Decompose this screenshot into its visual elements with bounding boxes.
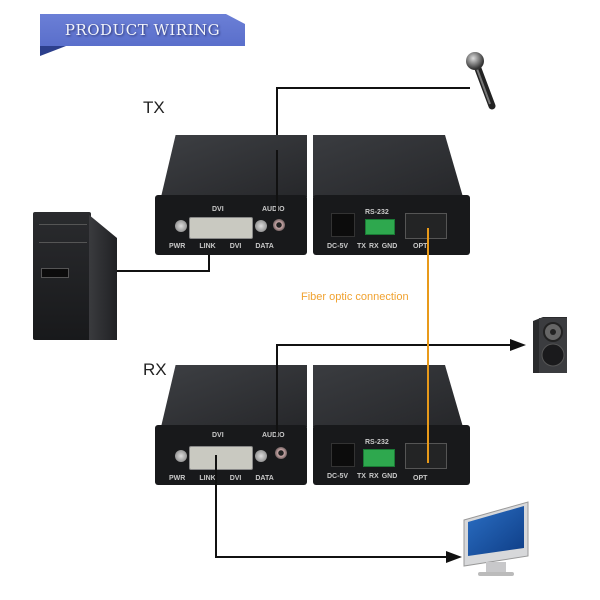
tx-front-unit: DVI AUDIO PWR LINK DVI DATA [155, 135, 307, 255]
rx-dvi-label: DVI [212, 432, 224, 439]
rx-front-unit-top [161, 365, 307, 427]
pin-label: GND [381, 243, 398, 250]
banner-corner [226, 14, 245, 24]
rx-rear-unit-top [313, 365, 463, 427]
led-label: LINK [199, 243, 216, 250]
screw-icon [255, 220, 267, 232]
led-label: PWR [169, 475, 186, 482]
pc-tower-icon [33, 204, 118, 344]
tx-front-unit-top [161, 135, 307, 197]
tx-rs232-pin-labels: TX RX GND [357, 243, 397, 250]
led-label: PWR [169, 243, 186, 250]
audio-out-wire-overlay [276, 346, 278, 436]
tx-opt-port[interactable] [405, 213, 447, 239]
rx-rs232-label: RS-232 [365, 439, 389, 446]
led-label: DATA [255, 243, 274, 250]
rx-audio-label: AUDIO [262, 432, 285, 439]
tx-label: TX [143, 98, 165, 117]
tx-power-label: DC-5V [327, 243, 349, 250]
rx-rs232-terminal[interactable] [363, 449, 395, 467]
title-banner [40, 14, 245, 46]
screw-icon [175, 220, 187, 232]
rx-rear-unit: RS-232 DC-5V TX RX GND OPT [313, 365, 470, 485]
tx-rs232-terminal[interactable] [365, 219, 395, 235]
tx-rs232-label: RS-232 [365, 209, 389, 216]
pc-side [89, 214, 117, 340]
led-label: LINK [199, 475, 216, 482]
audio-in-wire-overlay [276, 150, 278, 212]
pin-label: RX [368, 473, 379, 480]
dvi-out-wire-overlay [215, 455, 217, 487]
rx-audio-jack[interactable] [275, 447, 287, 459]
rx-dc-power-jack[interactable] [331, 443, 355, 467]
rx-opt-label: OPT [413, 475, 428, 482]
dvi-to-monitor-wire-vertical [215, 460, 217, 558]
tx-dvi-label: DVI [212, 206, 224, 213]
arrow-to-monitor-icon [446, 551, 462, 563]
banner-fold [40, 46, 66, 56]
microphone-icon [466, 52, 496, 110]
monitor-icon [463, 501, 529, 576]
rx-label: RX [143, 360, 167, 379]
tx-dvi-port[interactable] [189, 217, 253, 239]
banner-title: PRODUCT WIRING [64, 21, 221, 39]
pc-to-dvi-wire-horizontal [117, 270, 210, 272]
tx-opt-label: OPT [413, 243, 428, 250]
drive-bay-line [39, 242, 87, 243]
rx-led-labels: PWR LINK DVI DATA [169, 475, 274, 482]
tx-dc-power-jack[interactable] [331, 213, 355, 237]
rx-opt-port[interactable] [405, 443, 447, 469]
pin-label: RX [368, 243, 379, 250]
dvi-to-monitor-wire-horizontal [215, 556, 455, 558]
rx-front-unit: DVI AUDIO PWR LINK DVI DATA [155, 365, 307, 485]
audio-in-wire-horizontal [276, 87, 470, 89]
rx-power-label: DC-5V [327, 473, 349, 480]
tx-rear-unit-top [313, 135, 463, 197]
led-label: DVI [229, 475, 242, 482]
led-label: DATA [255, 475, 274, 482]
drive-bay-line [39, 224, 87, 225]
screw-icon [255, 450, 267, 462]
pin-label: GND [381, 473, 398, 480]
speaker-icon [533, 317, 567, 373]
fiber-caption: Fiber optic connection [301, 291, 409, 303]
pin-label: TX [357, 473, 366, 480]
tx-audio-label: AUDIO [262, 206, 285, 213]
pc-port-panel [41, 268, 69, 278]
tx-audio-jack[interactable] [273, 219, 285, 231]
screw-icon [175, 450, 187, 462]
tx-rear-unit: RS-232 DC-5V TX RX GND OPT [313, 135, 470, 255]
audio-out-wire-horizontal [276, 344, 516, 346]
led-label: DVI [229, 243, 242, 250]
arrow-to-speaker-icon [510, 339, 526, 351]
rx-dvi-port[interactable] [189, 446, 253, 470]
pin-label: TX [357, 243, 366, 250]
fiber-optic-cable [427, 228, 429, 463]
tx-led-labels: PWR LINK DVI DATA [169, 243, 274, 250]
rx-rs232-pin-labels: TX RX GND [357, 473, 397, 480]
